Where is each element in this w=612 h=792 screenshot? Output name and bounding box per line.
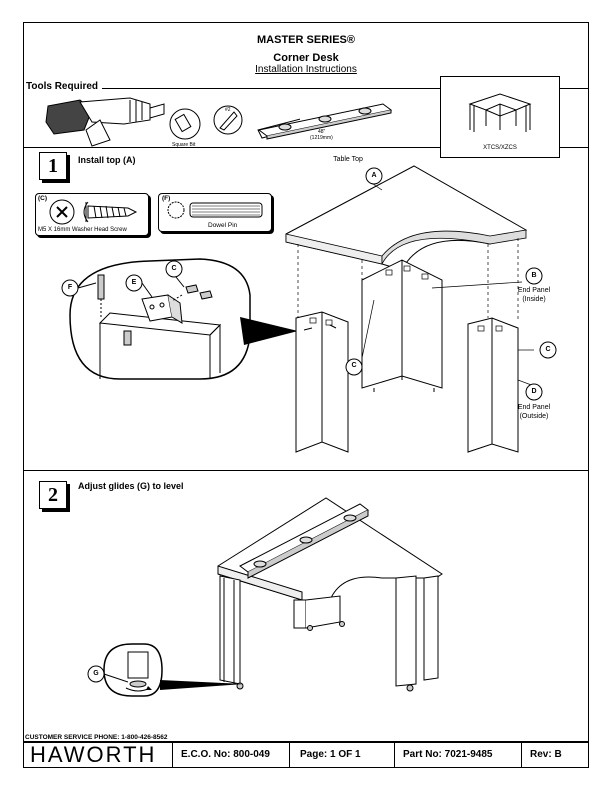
step1-rule-top	[24, 147, 440, 148]
phillips-bit-icon	[213, 105, 243, 135]
callout-g: G	[93, 670, 99, 677]
callout-c-left-circle	[345, 358, 363, 376]
tools-label: Tools Required	[26, 81, 103, 92]
step2-rule-top	[24, 470, 588, 471]
step1-number: 1	[39, 152, 67, 180]
desk-exploded-view	[285, 165, 535, 453]
main-callouts	[360, 167, 557, 401]
instructions-title: Installation Instructions	[255, 64, 357, 75]
revision: Rev: B	[521, 742, 589, 768]
part-c-desc: M5 X 16mm Washer Head Screw	[38, 227, 127, 233]
customer-service-phone: CUSTOMER SERVICE PHONE: 1-800-426-8562	[25, 734, 168, 741]
detail-bubble	[69, 258, 298, 380]
end-panel-inside-line2: (Inside)	[522, 296, 546, 303]
callout-c-main: C	[351, 362, 357, 369]
drill-icon	[45, 97, 165, 147]
page-frame	[23, 22, 589, 742]
step1-title: Install top (A)	[78, 155, 136, 165]
square-bit-icon	[169, 108, 201, 140]
level-length-mm: (1219mm)	[310, 135, 333, 141]
tools-rule	[26, 88, 588, 89]
step1-rule-top-right	[560, 147, 588, 148]
detail-callouts	[61, 260, 185, 298]
level-length: 48"	[318, 129, 326, 135]
end-panel-outside-line1: End Panel	[517, 404, 551, 411]
page-number: Page: 1 OF 1	[289, 742, 395, 768]
callout-c-right: C	[545, 346, 551, 353]
glide-detail	[87, 643, 244, 697]
callout-d: D	[531, 388, 537, 395]
bit-number-label: #2	[225, 107, 231, 113]
part-c-letter: (C)	[38, 195, 48, 202]
part-f-desc: Dowel Pin	[208, 222, 238, 229]
level-tool	[257, 103, 393, 140]
end-panel-inside-line1: End Panel	[517, 287, 551, 294]
tools-illustration: Square Bit #2	[45, 97, 300, 148]
callout-b: B	[531, 272, 537, 279]
callout-e: E	[131, 279, 137, 286]
step2-number: 2	[39, 481, 67, 509]
callout-c-detail: C	[171, 265, 177, 272]
product-title: Corner Desk	[273, 52, 339, 64]
eco-number: E.C.O. No: 800-049	[172, 742, 290, 768]
model-code: XTCS/XZCS	[483, 145, 517, 151]
part-number: Part No: 7021-9485	[394, 742, 522, 768]
part-f-letter: (F)	[162, 195, 171, 202]
desk-assembled-view	[217, 497, 443, 692]
series-title: MASTER SERIES®	[257, 34, 355, 46]
square-bit-label: Square Bit	[172, 142, 196, 148]
callout-f: F	[67, 284, 73, 291]
dowel-pin-icon	[167, 201, 263, 219]
callout-a: A	[371, 172, 377, 179]
end-panel-outside-line2: (Outside)	[519, 413, 549, 420]
table-top-label: Table Top	[333, 156, 363, 163]
brand-logo: HAWORTH	[23, 742, 173, 768]
screw-icon	[49, 199, 138, 225]
model-thumbnail	[468, 93, 532, 132]
step2-title: Adjust glides (G) to level	[78, 481, 184, 491]
